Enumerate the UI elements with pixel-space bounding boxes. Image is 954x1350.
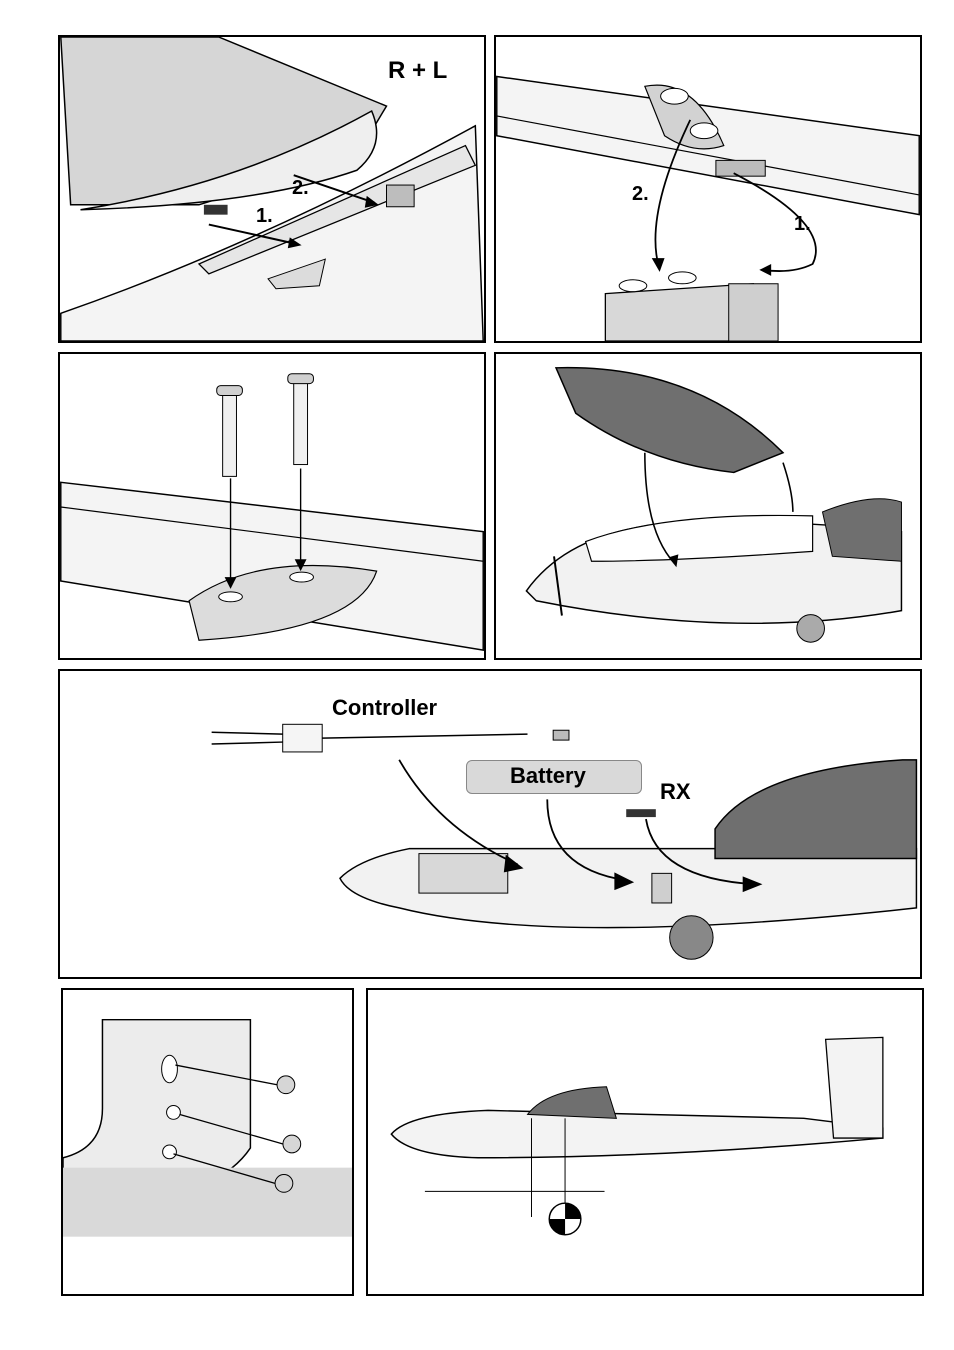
panel-tail-weights: [61, 988, 354, 1296]
panel-canopy: [494, 352, 922, 660]
rx-label: RX: [660, 779, 691, 805]
battery-label: Battery: [510, 763, 586, 789]
panel-center-of-gravity: [366, 988, 924, 1296]
components-illustration: [60, 671, 920, 977]
step-1-label: 1.: [794, 213, 811, 236]
panel-servo-connect: 2. 1.: [494, 35, 922, 343]
tail-weights-illustration: [63, 990, 352, 1294]
panel-title: R + L: [388, 57, 447, 85]
panel-components: Controller Battery RX: [58, 669, 922, 979]
panel-wing-attach: R + L 1. 2.: [58, 35, 486, 343]
step-2-label: 2.: [292, 177, 309, 200]
step-1-label: 1.: [256, 205, 273, 228]
panel-wing-bolts: [58, 352, 486, 660]
center-of-gravity-illustration: [368, 990, 922, 1294]
wing-bolts-illustration: [60, 354, 484, 658]
controller-label: Controller: [332, 695, 437, 721]
step-2-label: 2.: [632, 183, 649, 206]
servo-connect-illustration: [496, 37, 920, 341]
canopy-illustration: [496, 354, 920, 658]
